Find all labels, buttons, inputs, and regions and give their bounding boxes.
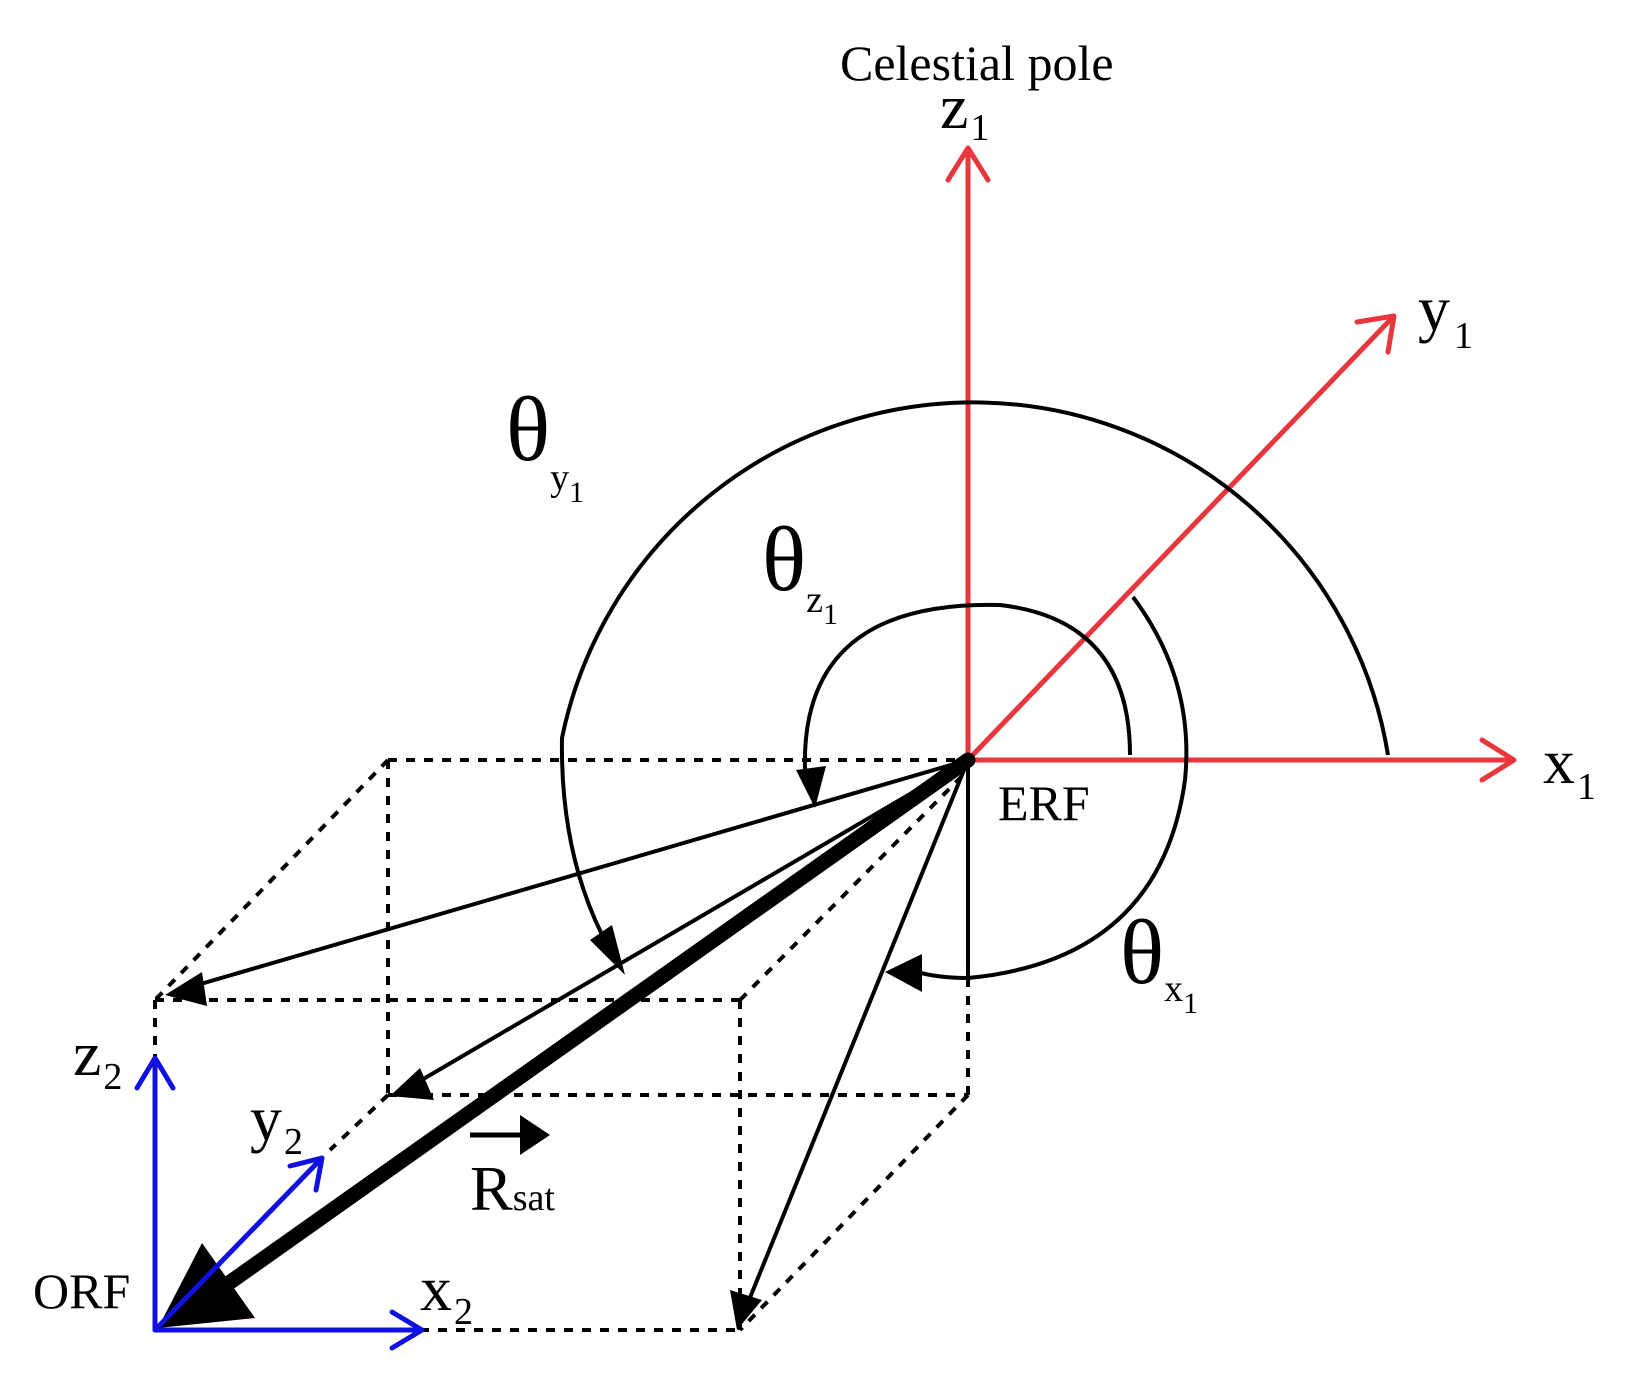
erf-y-arrowhead xyxy=(1354,313,1397,355)
angle-arcs xyxy=(559,400,1390,992)
orf-y-label: y2 xyxy=(250,1083,303,1163)
orf-label: ORF xyxy=(33,1263,130,1319)
orf-axes xyxy=(134,1055,425,1351)
orf-z-label: z2 xyxy=(73,1018,122,1098)
orf-x-arrowhead xyxy=(389,1309,425,1351)
orf-y-arrowhead xyxy=(287,1155,325,1193)
erf-z-label: z1 xyxy=(940,71,989,149)
theta-x-label: θx1 xyxy=(1120,901,1198,1020)
projection-vectors xyxy=(165,758,970,1330)
orf-x-label: x2 xyxy=(420,1253,473,1333)
erf-x-arrowhead xyxy=(1479,737,1517,783)
theta-z-arrowhead xyxy=(796,766,826,808)
erf-y-axis xyxy=(965,315,1395,763)
r-sat-overarrow xyxy=(470,1115,550,1155)
theta-y-label: θy1 xyxy=(506,378,584,509)
theta-x-arrowhead xyxy=(885,954,922,992)
erf-label: ERF xyxy=(998,775,1090,831)
orf-z-arrowhead xyxy=(134,1055,176,1091)
theta-x-arc xyxy=(904,595,1189,981)
celestial-pole-label: Celestial pole xyxy=(840,35,1114,91)
theta-y-arc xyxy=(559,400,1390,951)
r-sat-vector xyxy=(158,752,976,1328)
orf-y-axis xyxy=(152,1157,323,1333)
erf-axes xyxy=(945,145,1517,783)
theta-y-arrowhead xyxy=(590,925,625,975)
erf-z-arrowhead xyxy=(945,145,991,183)
theta-z-arc xyxy=(802,602,1132,771)
erf-x-label: x1 xyxy=(1543,726,1596,808)
r-sat-label: Rsat xyxy=(470,1153,555,1224)
theta-z-label: θz1 xyxy=(762,508,838,631)
